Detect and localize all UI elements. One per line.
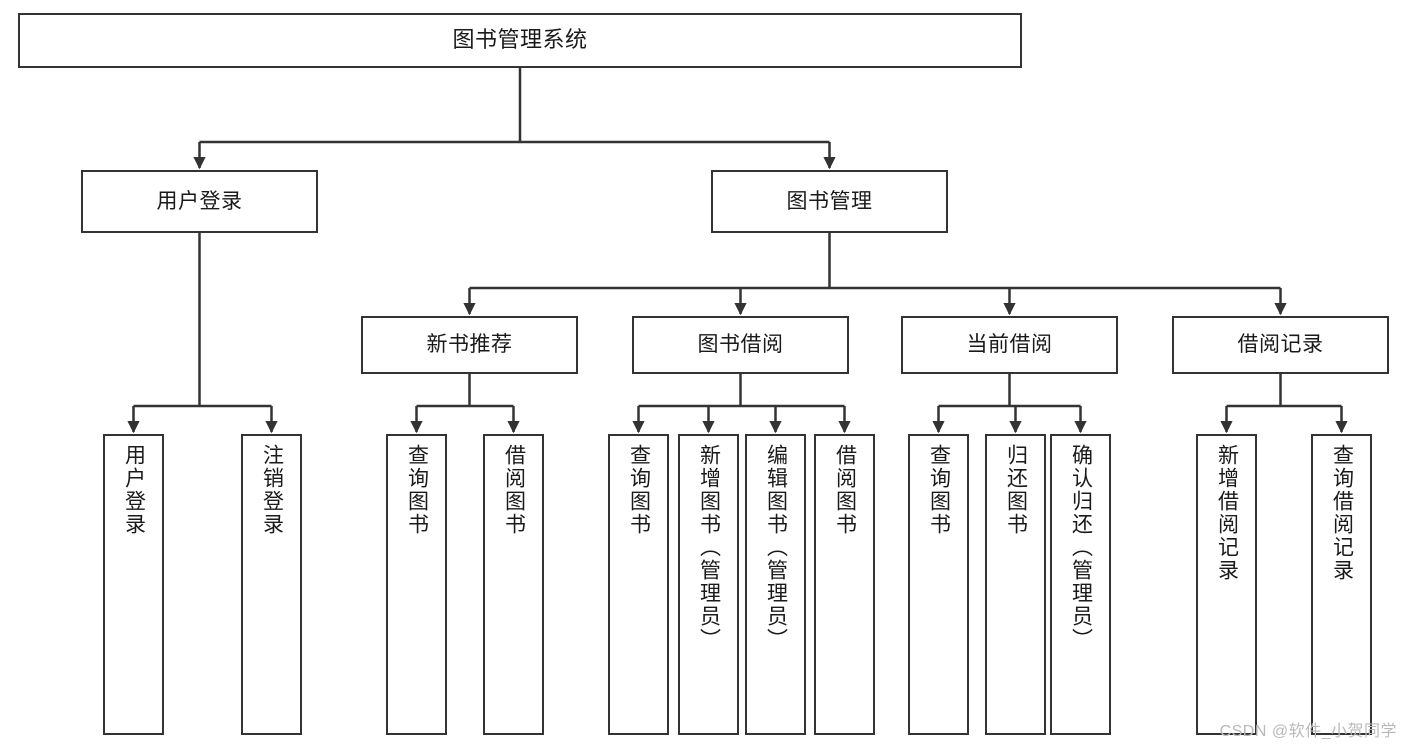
watermark: CSDN @软件_小贺同学 xyxy=(1219,723,1397,740)
node-leaf-return-book[interactable]: 归还图书 xyxy=(985,434,1046,735)
node-label: 图书借阅 xyxy=(697,333,784,357)
node-label: 查询借阅记录 xyxy=(1330,444,1354,582)
node-label: 用户登录 xyxy=(122,444,146,536)
node-leaf-borrow-book-1[interactable]: 借阅图书 xyxy=(483,434,544,735)
node-user-login[interactable]: 用户登录 xyxy=(81,170,318,233)
node-leaf-add-book-admin[interactable]: 新增图书（管理员） xyxy=(678,434,739,735)
node-root[interactable]: 图书管理系统 xyxy=(18,13,1022,68)
node-label: 用户登录 xyxy=(156,189,243,213)
node-label: 新增借阅记录 xyxy=(1215,444,1239,582)
node-label: 编辑图书（管理员） xyxy=(764,444,788,651)
node-label: 查询图书 xyxy=(405,444,429,536)
node-label: 新增图书（管理员） xyxy=(697,444,721,651)
node-leaf-query-borrow-record[interactable]: 查询借阅记录 xyxy=(1311,434,1372,735)
node-label: 确认归还（管理员） xyxy=(1069,444,1093,651)
node-leaf-user-login[interactable]: 用户登录 xyxy=(103,434,164,735)
node-label: 借阅记录 xyxy=(1237,333,1324,357)
node-label: 借阅图书 xyxy=(833,444,857,536)
node-leaf-query-book-2[interactable]: 查询图书 xyxy=(608,434,669,735)
node-book-borrow[interactable]: 图书借阅 xyxy=(632,316,849,374)
node-leaf-add-borrow-record[interactable]: 新增借阅记录 xyxy=(1196,434,1257,735)
node-current-borrow[interactable]: 当前借阅 xyxy=(901,316,1118,374)
node-label: 注销登录 xyxy=(260,444,284,536)
node-leaf-confirm-return-admin[interactable]: 确认归还（管理员） xyxy=(1050,434,1111,735)
node-label: 图书管理系统 xyxy=(452,27,588,53)
node-label: 借阅图书 xyxy=(502,444,526,536)
node-label: 新书推荐 xyxy=(426,333,513,357)
node-leaf-edit-book-admin[interactable]: 编辑图书（管理员） xyxy=(745,434,806,735)
node-leaf-query-book-1[interactable]: 查询图书 xyxy=(386,434,447,735)
node-label: 查询图书 xyxy=(927,444,951,536)
node-label: 当前借阅 xyxy=(966,333,1053,357)
node-label: 归还图书 xyxy=(1004,444,1028,536)
node-book-management[interactable]: 图书管理 xyxy=(711,170,948,233)
node-label: 图书管理 xyxy=(786,189,873,213)
node-label: 查询图书 xyxy=(627,444,651,536)
node-leaf-borrow-book-2[interactable]: 借阅图书 xyxy=(814,434,875,735)
node-leaf-query-book-3[interactable]: 查询图书 xyxy=(908,434,969,735)
node-borrow-record[interactable]: 借阅记录 xyxy=(1172,316,1389,374)
node-new-book-recommend[interactable]: 新书推荐 xyxy=(361,316,578,374)
node-leaf-user-logout[interactable]: 注销登录 xyxy=(241,434,302,735)
